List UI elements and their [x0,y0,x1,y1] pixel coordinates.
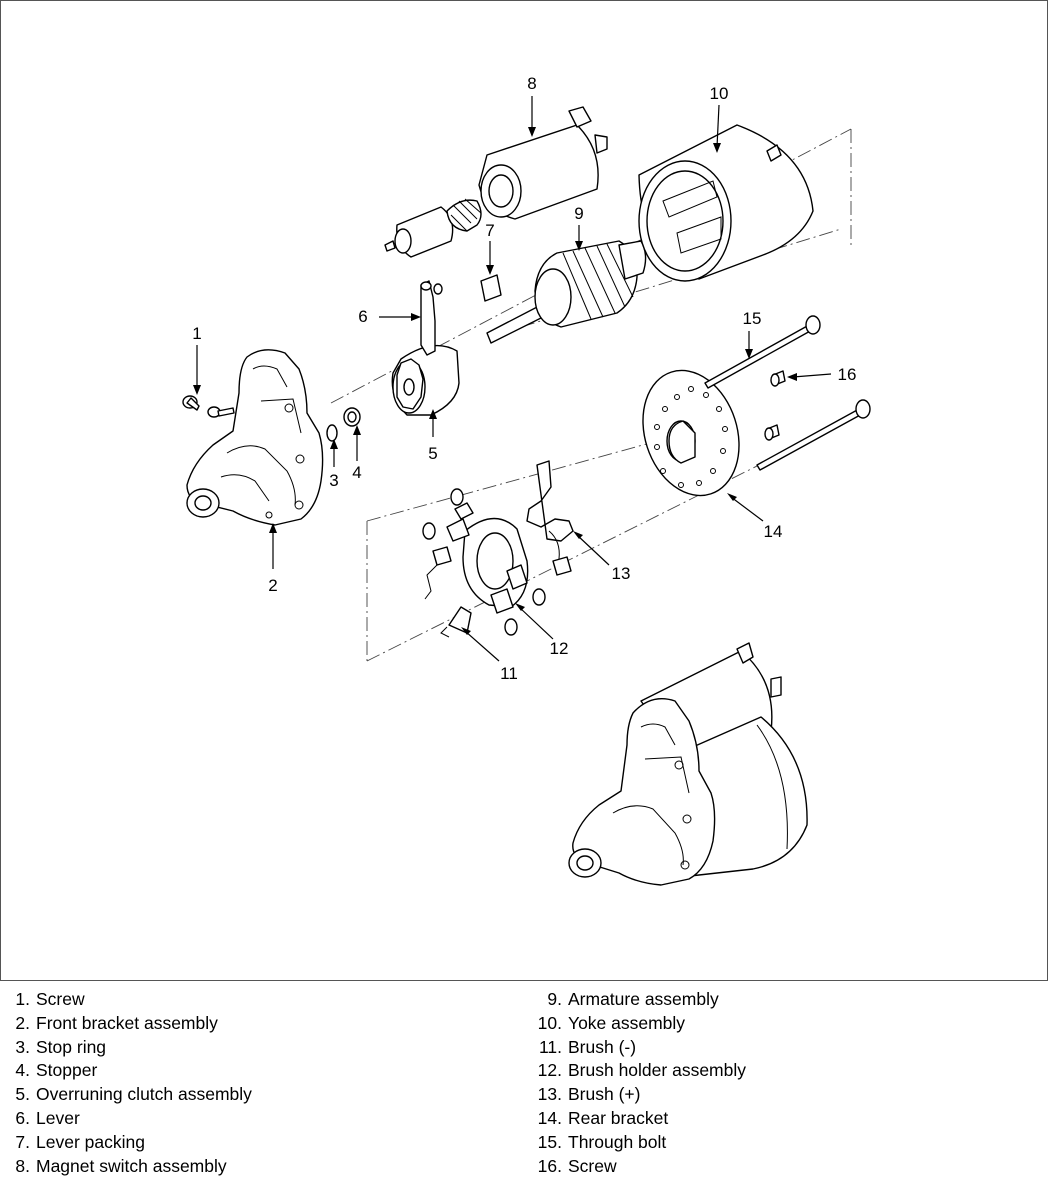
stopper-part [343,407,361,427]
legend-number: 13. [537,1084,562,1105]
callout-11: 11 [500,664,518,683]
legend-item: 2. Front bracket assembly [8,1012,252,1036]
callout-numbers: 1 2 3 4 5 6 7 8 9 10 11 12 13 14 15 16 [192,74,856,683]
brush-positive-part [526,460,574,576]
callout-13: 13 [612,564,631,583]
callout-1: 1 [192,324,201,343]
front-bracket-part [186,349,324,526]
callout-2: 2 [268,576,277,595]
yoke-part [638,124,814,282]
legend-label: Overruning clutch assembly [36,1084,252,1105]
legend-item: 16. Screw [536,1155,746,1179]
legend-item: 3. Stop ring [8,1036,252,1060]
legend-column-left: 1. Screw 2. Front bracket assembly 3. Stop … [8,988,252,1178]
callout-3: 3 [329,471,338,490]
legend-item: 4. Stopper [8,1059,252,1083]
callout-8: 8 [527,74,536,93]
legend-item: 10. Yoke assembly [536,1012,746,1036]
lever-part [420,280,443,356]
legend-label: Screw [36,989,85,1009]
callout-4: 4 [352,463,361,482]
diagram-frame: 1 2 3 4 5 6 7 8 9 10 11 12 13 14 15 16 [0,0,1048,981]
legend-item: 14. Rear bracket [536,1107,746,1131]
legend-item: 6. Lever [8,1107,252,1131]
legend-label: Through bolt [568,1131,667,1152]
legend-number: 14. [537,1107,562,1128]
rear-bracket-part [642,369,740,497]
rear-screw-part [764,370,786,441]
parts-legend: 1. Screw 2. Front bracket assembly 3. Stop … [0,988,1050,1178]
legend-number: 5. [15,1084,30,1105]
legend-item: 9. Armature assembly [536,988,746,1012]
legend-item: 12. Brush holder assembly [536,1059,746,1083]
legend-label: Stopper [36,1060,98,1081]
legend-label: Brush (+) [568,1084,641,1105]
legend-number: 15. [537,1131,562,1152]
callout-10: 10 [710,84,729,103]
legend-number: 9. [547,989,562,1009]
rear-bracket-holes [654,386,728,488]
legend-number: 2. [15,1012,30,1033]
magnet-switch-part [384,106,608,258]
stop-ring-part [326,424,338,442]
legend-number: 3. [15,1036,30,1057]
legend-label: Brush (-) [568,1036,637,1057]
legend-number: 1. [15,989,30,1009]
callout-5: 5 [428,444,437,463]
legend-number: 12. [537,1060,562,1081]
legend-item: 11. Brush (-) [536,1036,746,1060]
legend-label: Rear bracket [568,1107,669,1128]
legend-label: Lever [36,1107,80,1128]
brush-negative-part [440,606,472,638]
armature-part [486,240,647,344]
through-bolt-part [704,315,871,471]
legend-number: 8. [15,1155,30,1176]
assembled-starter-motor [568,642,808,886]
callout-16: 16 [838,365,857,384]
callout-leaders [193,96,832,662]
screw-part [182,395,235,418]
legend-item: 5. Overruning clutch assembly [8,1083,252,1107]
legend-number: 6. [15,1107,30,1128]
callout-14: 14 [764,522,783,541]
callout-6: 6 [358,307,367,326]
lever-packing-part [480,274,502,302]
callout-9: 9 [574,204,583,223]
legend-label: Stop ring [36,1036,107,1057]
legend-label: Magnet switch assembly [36,1155,227,1176]
starter-motor-exploded-view: 1 2 3 4 5 6 7 8 9 10 11 12 13 14 15 16 [182,74,871,886]
legend-number: 11. [538,1036,562,1057]
legend-item: 1. Screw [8,988,252,1012]
legend-label: Yoke assembly [568,1012,686,1033]
legend-column-right: 9. Armature assembly 10. Yoke assembly 11.… [536,988,746,1178]
legend-label: Front bracket assembly [36,1012,218,1033]
legend-number: 10. [537,1012,562,1033]
legend-number: 7. [15,1131,30,1152]
legend-item: 13. Brush (+) [536,1083,746,1107]
callout-15: 15 [743,309,762,328]
legend-item: 8. Magnet switch assembly [8,1155,252,1179]
legend-label: Brush holder assembly [568,1060,746,1081]
brush-holder-part [422,488,546,636]
legend-item: 7. Lever packing [8,1131,252,1155]
callout-12: 12 [550,639,569,658]
legend-label: Lever packing [36,1131,145,1152]
callout-7: 7 [485,221,494,240]
legend-number: 4. [15,1060,30,1081]
legend-label: Armature assembly [568,989,719,1009]
legend-label: Screw [568,1155,617,1176]
legend-item: 15. Through bolt [536,1131,746,1155]
legend-number: 16. [537,1155,562,1176]
overrunning-clutch-part [391,344,460,416]
